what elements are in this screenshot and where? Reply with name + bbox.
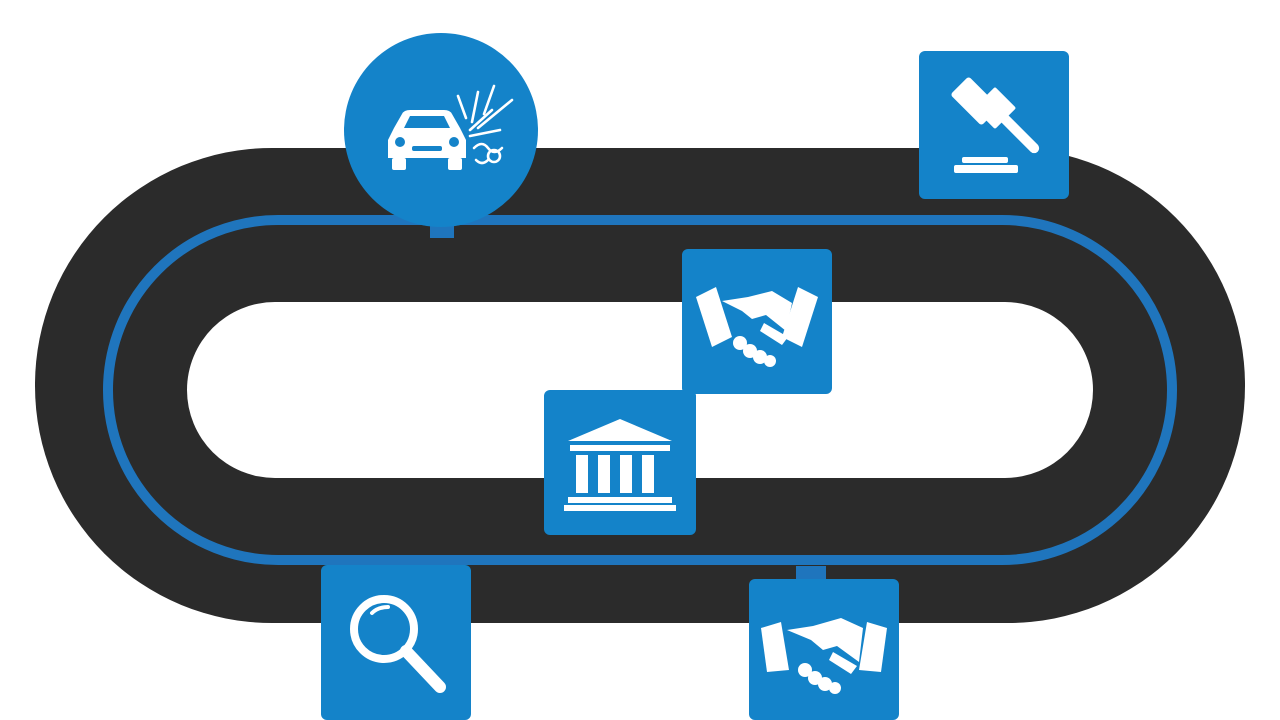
court-step [544,390,696,535]
track-center-line [103,215,1177,565]
magnifier-icon [350,594,446,693]
accident-step [344,33,538,227]
handshake-icon [761,617,887,694]
track-outer [35,148,1245,623]
car-crash-icon [388,84,514,170]
negotiation-step [682,249,832,394]
investigation-step [321,565,471,720]
settlement-connector [796,566,826,582]
verdict-step [919,51,1069,199]
courthouse-icon [564,418,676,511]
settlement-step [749,579,899,720]
handshake-icon [696,286,818,367]
gavel-icon [951,77,1040,173]
